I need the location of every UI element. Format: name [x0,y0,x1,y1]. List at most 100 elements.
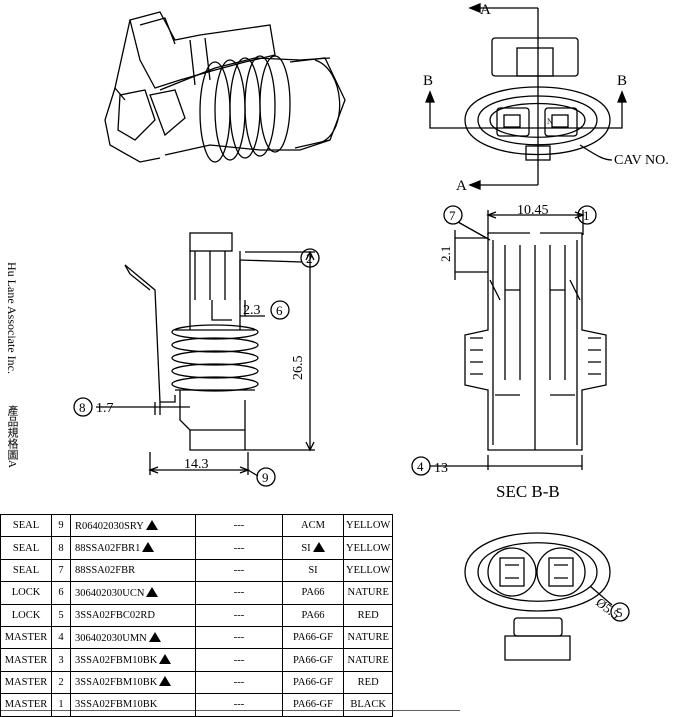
cav-n-label: N [547,117,553,126]
dim-1-7: 1.7 [96,401,114,416]
section-label-a-bottom: A [456,178,467,194]
bom-part-cell: 306402030UMN [70,625,196,650]
drawing-note: 產品規格圖A [6,405,18,468]
bom-part-cell: 306402030UCN [70,581,196,605]
bom-material-cell: PA66-GF [282,693,344,717]
bom-material-cell-text: PA66 [301,609,325,621]
bom-row: SEAL 7 88SSA02FBR --- SI YELLOW [0,558,394,583]
bom-type-cell-text: MASTER [4,632,48,644]
revision-triangle-icon [146,586,159,597]
bom-type-cell: SEAL [0,513,52,538]
bom-material-cell: ACM [282,513,344,538]
bom-qty-cell-text: --- [233,520,245,532]
bom-color-cell: NATURE [342,581,394,605]
bom-qty-cell-text: --- [233,564,245,576]
bom-type-cell-text: MASTER [4,654,48,666]
bom-no-cell-text: 8 [58,542,64,554]
bom-color-cell-text: NATURE [347,632,389,644]
bom-qty-cell: --- [195,625,283,650]
side-view [124,232,259,451]
bom-color-cell: YELLOW [342,558,394,583]
bom-type-cell: MASTER [0,693,52,717]
bom-qty-cell: --- [195,558,283,583]
bom-part-cell: R06402030SRY [70,513,196,538]
bom-type-cell: MASTER [0,670,52,695]
bom-material-cell: SI [282,558,344,583]
revision-triangle-icon [312,542,325,553]
bom-color-cell: RED [342,670,394,695]
bom-no-cell: 5 [51,603,71,627]
bom-no-cell: 1 [51,693,71,717]
bom-type-cell-text: SEAL [12,542,40,554]
section-bb-view [464,232,607,451]
bom-type-cell: MASTER [0,625,52,650]
bom-no-cell-text: 7 [58,564,64,576]
balloon-9: 9 [262,470,269,485]
bom-qty-cell: --- [195,513,283,538]
bom-qty-cell-text: --- [233,587,245,599]
balloon-8: 8 [79,400,86,415]
bom-no-cell-text: 5 [58,609,64,621]
bom-part-cell: 88SSA02FBR [70,558,196,583]
bom-part-cell-text: 3SSA02FBM10BK [75,655,158,667]
bom-material-cell-text: SI [308,564,318,576]
bom-no-cell: 4 [51,625,71,650]
dim-2-1: 2.1 [438,246,453,262]
bom-color-cell: YELLOW [342,513,394,538]
bom-qty-cell: --- [195,648,283,672]
dim-26-5: 26.5 [291,356,306,381]
bom-qty-cell: --- [195,603,283,627]
bom-no-cell: 2 [51,670,71,695]
bom-qty-cell-text: --- [233,654,245,666]
bom-type-cell-text: SEAL [12,520,40,532]
dim-14-3: 14.3 [184,457,209,472]
bom-qty-cell-text: --- [233,632,245,644]
bom-no-cell-text: 6 [58,587,64,599]
bom-type-cell: SEAL [0,536,52,560]
section-bb-title: SEC B-B [496,482,560,501]
dim-10-45: 10.45 [517,203,549,218]
bom-qty-cell: --- [195,670,283,695]
bom-qty-cell: --- [195,693,283,717]
section-label-a-top: A [480,2,491,18]
company-name: Hu Lane Associate Inc. [5,262,19,374]
bom-material-cell: PA66 [282,581,344,605]
bom-part-cell: 3SSA02FBC02RD [70,603,196,627]
bom-color-cell: NATURE [342,625,394,650]
bom-material-cell: PA66 [282,603,344,627]
bom-type-cell-text: SEAL [12,564,40,576]
bom-part-cell-text: 88SSA02FBR [75,564,136,576]
bom-color-cell-text: RED [357,609,379,621]
dim-13: 13 [434,461,448,476]
bom-material-cell-text: PA66 [301,587,325,599]
bom-material-cell-text: PA66-GF [293,699,333,711]
isometric-view [104,11,346,163]
bom-material-cell: PA66-GF [282,625,344,650]
bom-part-cell: 3SSA02FBM10BK [70,693,196,717]
balloon-4: 4 [417,459,424,474]
bom-qty-cell-text: --- [233,676,245,688]
bom-color-cell-text: YELLOW [346,542,391,554]
balloon-5: 5 [616,605,623,620]
bom-material-cell-text: PA66-GF [293,632,333,644]
bom-no-cell: 3 [51,648,71,672]
bom-part-cell-text: 306402030UMN [75,632,147,644]
bom-qty-cell: --- [195,536,283,560]
bom-material-cell: PA66-GF [282,648,344,672]
bom-part-cell-text: 306402030UCN [75,587,145,599]
bom-material-cell-text: SI [301,543,311,555]
revision-triangle-icon [159,654,172,665]
bom-part-cell-text: R06402030SRY [75,520,144,532]
bom-color-cell: BLACK [342,693,394,717]
bom-qty-cell-text: --- [233,542,245,554]
bom-part-cell: 3SSA02FBM10BK [70,648,196,672]
bom-color-cell-text: NATURE [347,587,389,599]
revision-triangle-icon [145,519,158,530]
